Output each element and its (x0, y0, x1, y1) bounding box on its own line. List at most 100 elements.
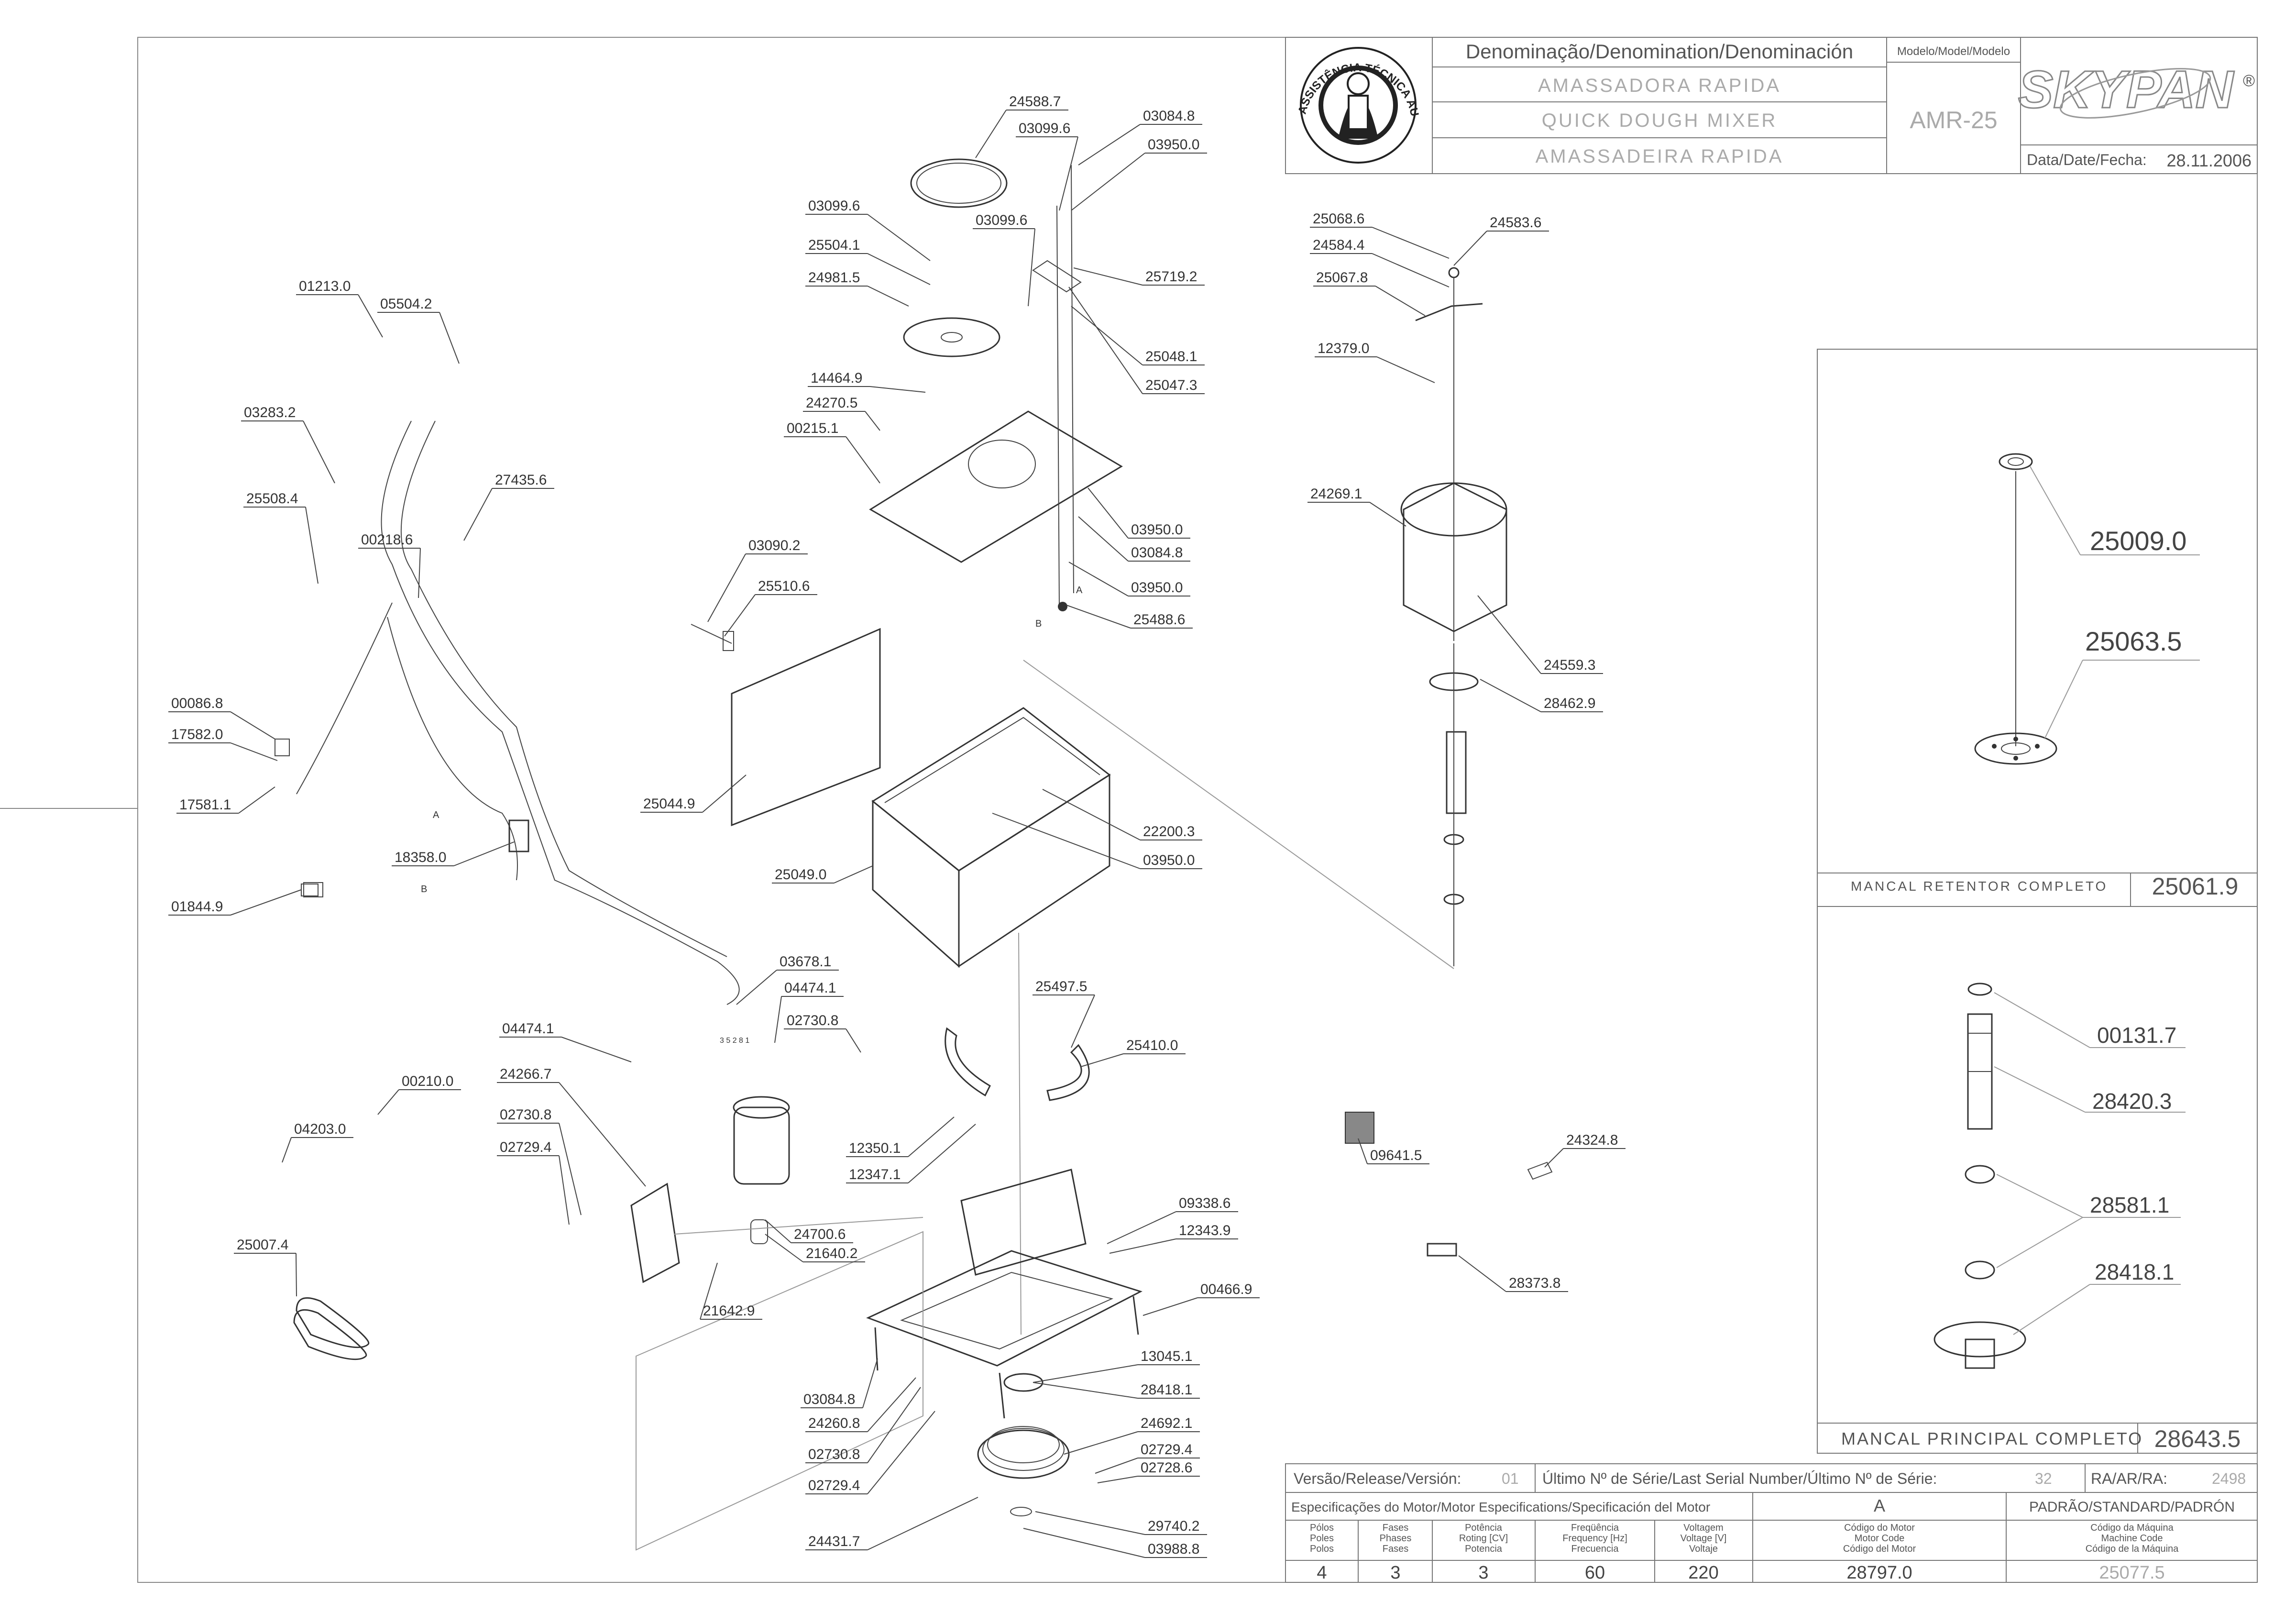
part-number: 09338.6 (1179, 1195, 1230, 1211)
part-number: 21640.2 (806, 1246, 857, 1261)
part-number: 03099.6 (1019, 121, 1070, 136)
ra-label: RA/AR/RA: (2091, 1470, 2167, 1487)
part-callout: 02730.8 (497, 1107, 582, 1215)
part-callout: 27435.6 (463, 472, 554, 541)
part-callout: 17582.0 (168, 727, 278, 761)
part-number: 00466.9 (1200, 1282, 1252, 1297)
part-number: 25719.2 (1145, 269, 1197, 285)
part-label: 00131.7 (2097, 1023, 2176, 1048)
part-number: 25488.6 (1133, 612, 1185, 628)
name-es: AMASSADEIRA RAPIDA (1536, 146, 1784, 167)
part-callout: 03988.8 (1023, 1528, 1207, 1558)
part-callout: 03099.6 (1016, 121, 1078, 211)
callout-leader (774, 996, 782, 1043)
part-callout: 25410.0 (1080, 1038, 1186, 1067)
callout-leader (1064, 1431, 1138, 1455)
callout-leader (975, 110, 1007, 158)
spec-column-label: Pólos (1310, 1523, 1334, 1533)
pulley (977, 1429, 1070, 1479)
callout-leader (1480, 679, 1541, 712)
bowl-assembly (1400, 267, 1507, 966)
part-number: 25048.1 (1145, 349, 1197, 365)
motor-spec-table: Versão/Release/Versión: 01 Último Nº de … (1285, 1463, 2258, 1583)
part-number: 04474.1 (784, 980, 836, 996)
callout-leader (1080, 1053, 1124, 1067)
part-callout: 21640.2 (765, 1234, 865, 1262)
callout-leader (1477, 595, 1541, 674)
motor-spec-label: Especificações do Motor/Motor Especifica… (1291, 1500, 1710, 1514)
small-switch (1427, 1243, 1457, 1257)
part-number: 03988.8 (1148, 1541, 1199, 1557)
part-number: 25044.9 (643, 796, 695, 812)
callout-leader (439, 312, 460, 364)
callout-leader (1088, 487, 1129, 539)
part-number: 29740.2 (1148, 1518, 1199, 1534)
sheet-border (137, 37, 2258, 1583)
connection-marker: B (421, 884, 427, 895)
callout-leader (230, 889, 302, 916)
part-number: 21642.9 (703, 1303, 755, 1319)
part-callout: 03099.6 (805, 198, 931, 261)
callout-leader (867, 1387, 921, 1463)
part-number: 24269.1 (1310, 486, 1362, 502)
part-number: 12379.0 (1318, 341, 1369, 356)
part-number: 03084.8 (803, 1392, 855, 1407)
svg-text:ASSISTÊNCIA TÉCNICA AUTORIZADA: ASSISTÊNCIA TÉCNICA AUTORIZADA (0, 0, 1421, 118)
part-number: 24324.8 (1566, 1132, 1618, 1148)
part-number: 25504.1 (808, 237, 860, 253)
callout-leader (834, 865, 873, 884)
part-label: 28581.1 (2090, 1193, 2169, 1217)
spec-column-value: 4 (1317, 1563, 1327, 1583)
part-number: 25067.8 (1316, 270, 1368, 286)
callout-leader (1375, 286, 1426, 316)
callout-leader (1097, 1476, 1138, 1483)
spec-column-value: 60 (1585, 1563, 1605, 1583)
part-callout: 17581.1 (176, 786, 275, 814)
ra-value: 2498 (2212, 1470, 2246, 1487)
part-callout: 24588.7 (975, 94, 1068, 158)
part-callout: 03950.0 (992, 813, 1202, 869)
version-label: Versão/Release/Versión: (1294, 1470, 1461, 1487)
model-header: Modelo/Model/Modelo (1897, 45, 2010, 58)
spec-column-label: Phases (1380, 1533, 1412, 1544)
part-number: 03950.0 (1131, 580, 1183, 596)
part-number: 25047.3 (1145, 377, 1197, 393)
part-callout: 25007.4 (234, 1237, 297, 1297)
callout-leader (1143, 1297, 1198, 1316)
callout-leader (358, 294, 383, 338)
part-number: 18358.0 (395, 850, 446, 865)
spec-column-value: 3 (1390, 1563, 1400, 1583)
part-callout: 24692.1 (1064, 1415, 1200, 1455)
spec-column-label: Frequency [Hz] (1562, 1533, 1627, 1544)
part-number: 02730.8 (787, 1013, 838, 1028)
spec-column-label: Código do Motor (1844, 1523, 1915, 1533)
part-callout: 02728.6 (1097, 1460, 1200, 1483)
callout-leader (1073, 267, 1143, 286)
part-number: 02730.8 (500, 1107, 551, 1123)
part-callout: 24559.3 (1477, 595, 1603, 674)
spec-column-label: Machine Code (2101, 1533, 2163, 1544)
mixer-exploded-view (275, 158, 1553, 1551)
part-number: 02729.4 (808, 1478, 860, 1493)
callout-leader (846, 1028, 861, 1053)
callout-leader (724, 594, 756, 637)
part-number: 02728.6 (1141, 1460, 1192, 1476)
part-callout: 25508.4 (243, 491, 319, 584)
part-callout: 25047.3 (1068, 287, 1205, 394)
part-callout: 25068.6 (1310, 211, 1450, 259)
part-callout: 12347.1 (846, 1124, 976, 1183)
part-callout: 12379.0 (1315, 341, 1435, 383)
callout-leader (992, 813, 1141, 869)
spec-column-label: Fases (1383, 1523, 1408, 1533)
callout-leader (418, 548, 421, 598)
part-number: 04474.1 (502, 1021, 554, 1037)
callout-leader (561, 1037, 632, 1062)
callout-leader (862, 1358, 878, 1408)
part-callout: 18358.0 (392, 841, 515, 866)
part-number: 03099.6 (976, 212, 1027, 228)
part-callout: 13045.1 (1033, 1348, 1200, 1383)
callout-leader (1358, 1138, 1368, 1164)
brand-swoosh (2059, 68, 2211, 119)
part-callout: 02730.8 (784, 1013, 861, 1053)
date-label: Data/Date/Fecha: (2027, 151, 2147, 168)
